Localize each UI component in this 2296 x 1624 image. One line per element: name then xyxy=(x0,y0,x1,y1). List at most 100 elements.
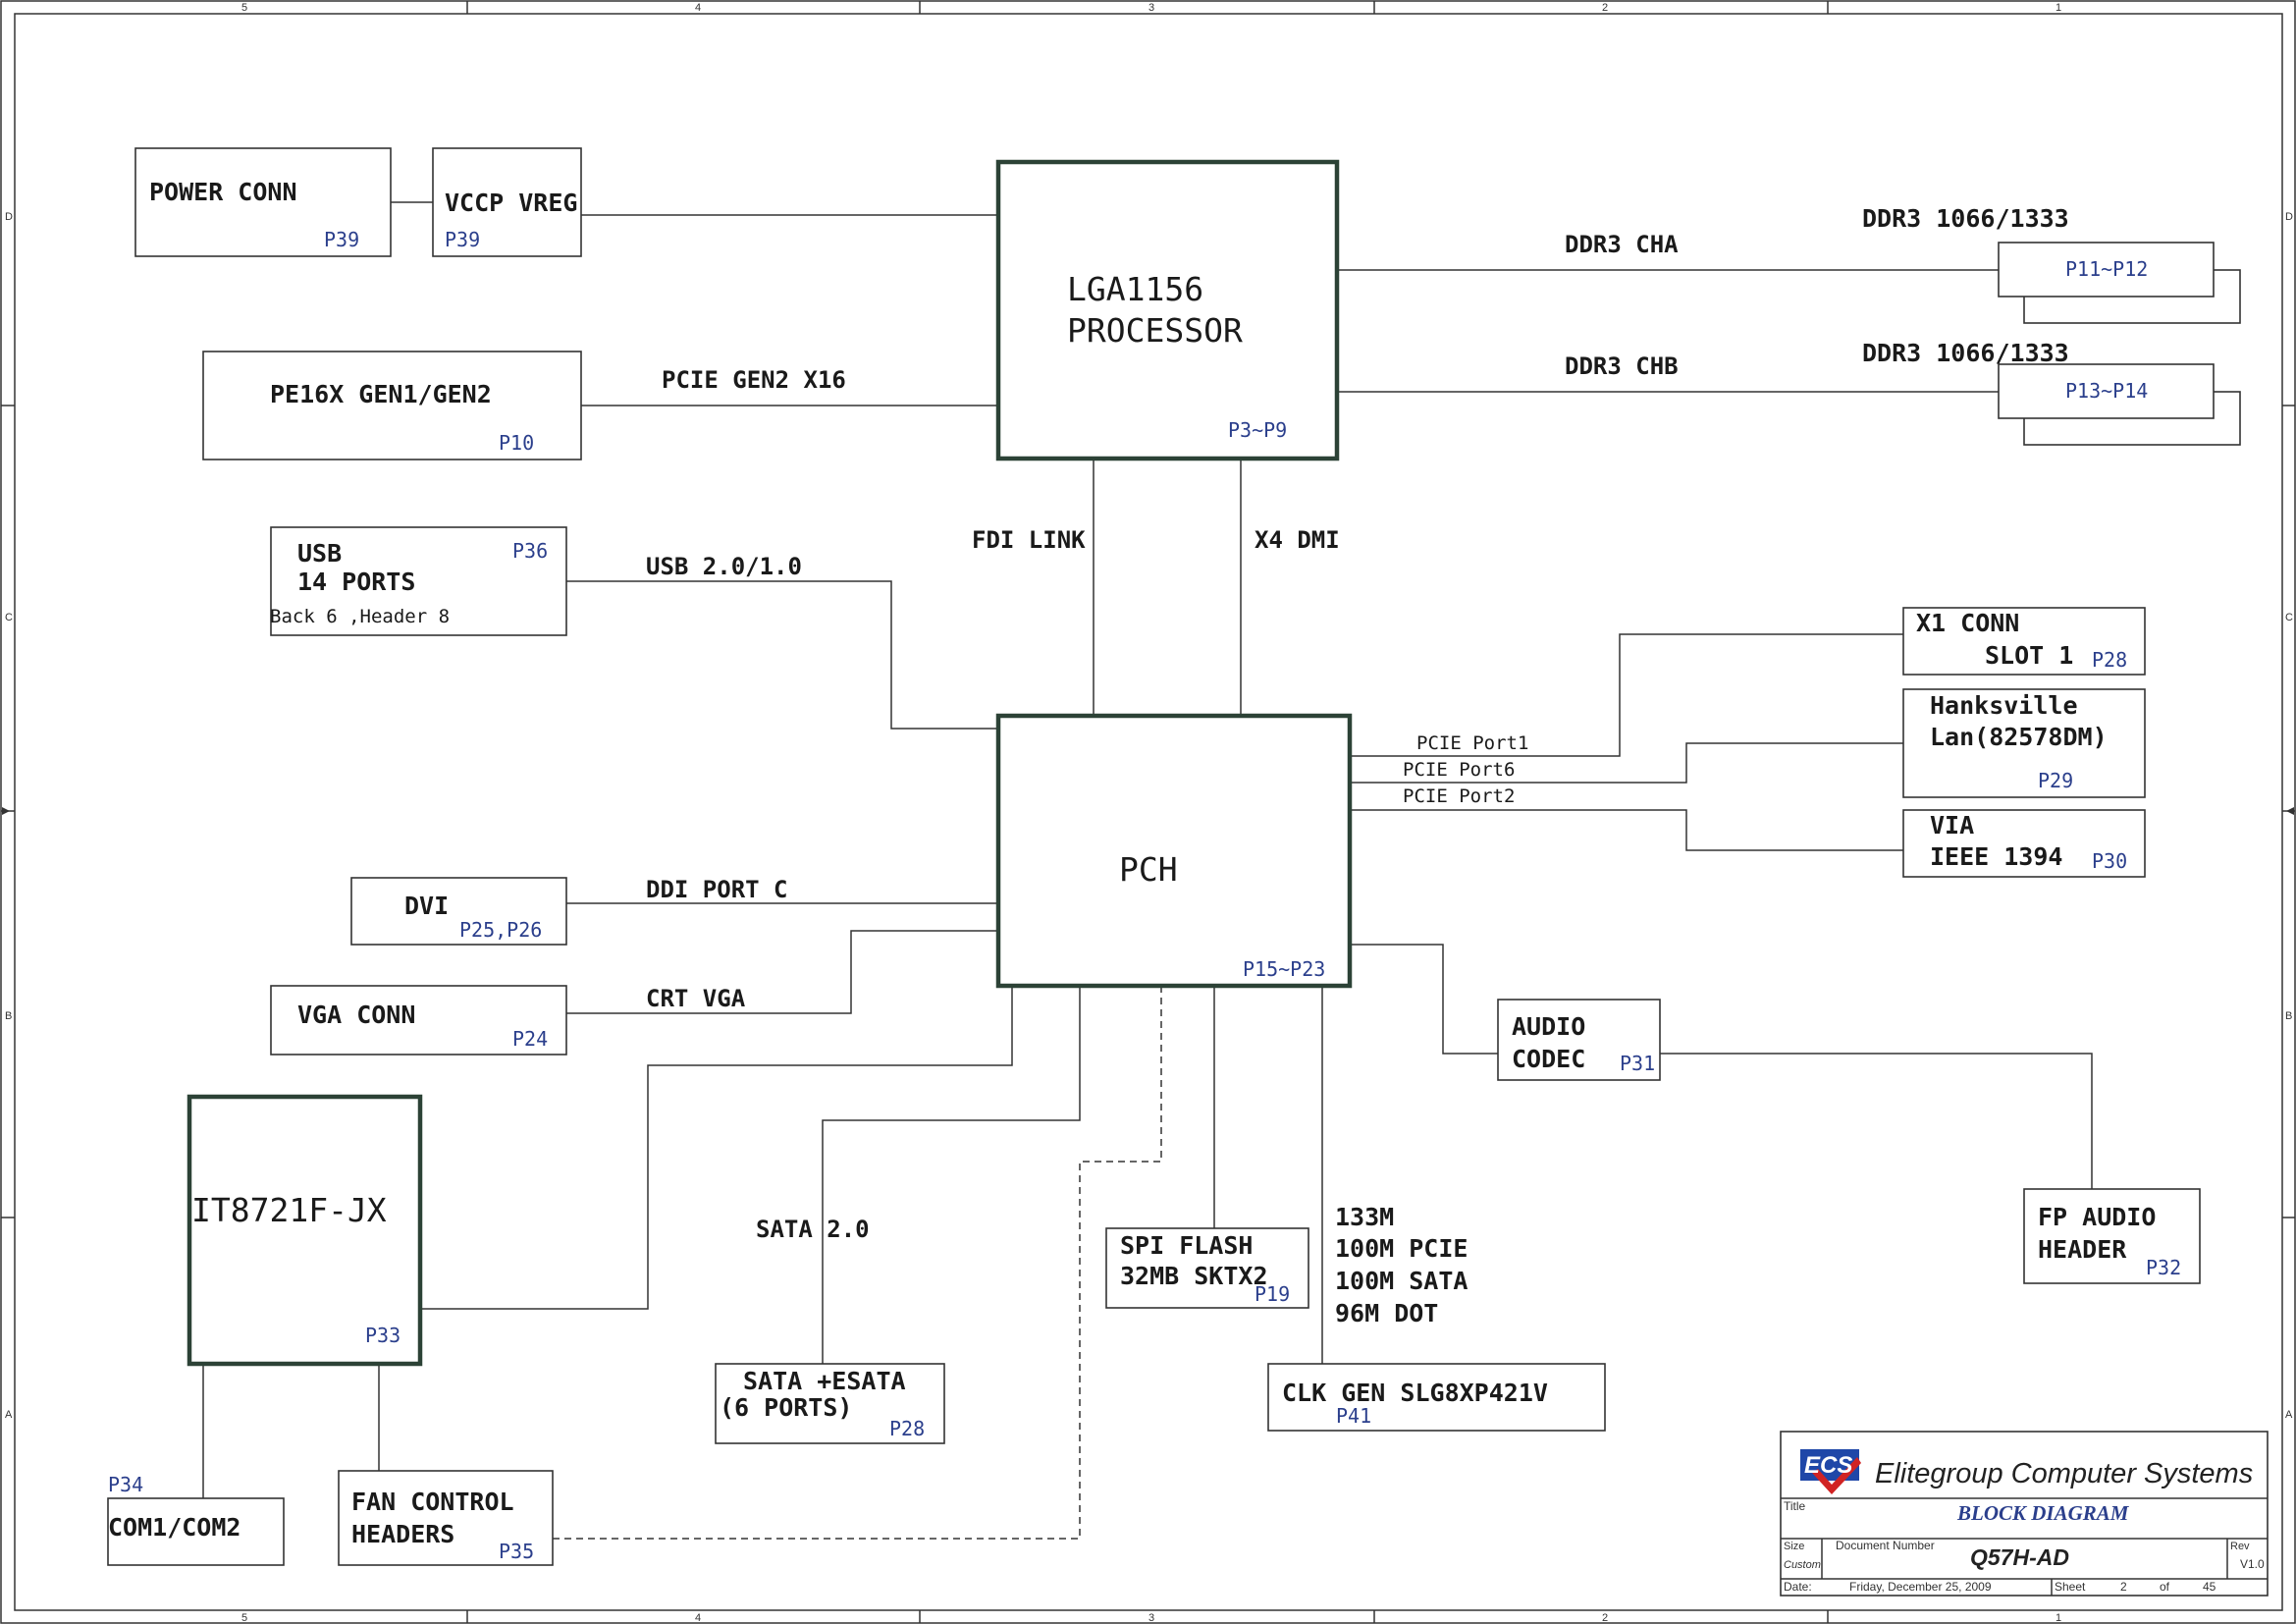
clock-label: 100M SATA xyxy=(1335,1267,1468,1295)
block-label: Hanksville xyxy=(1930,691,2078,720)
date-value: Friday, December 25, 2009 xyxy=(1849,1580,1992,1594)
signal-labels: PCIE GEN2 X16 USB 2.0/1.0 FDI LINK X4 DM… xyxy=(646,231,1679,1327)
page-ref: P32 xyxy=(2146,1256,2181,1279)
block-label: VIA xyxy=(1930,811,1974,839)
power-conn-block: POWER CONN P39 xyxy=(134,147,392,257)
size-label: Size xyxy=(1784,1541,1804,1552)
block-label: DVI xyxy=(404,892,449,920)
x1-conn-block: X1 CONN SLOT 1 P28 xyxy=(1902,607,2146,676)
sheet-label: Sheet xyxy=(2055,1580,2086,1594)
block-label: COM1/COM2 xyxy=(108,1513,240,1542)
vga-conn-block: VGA CONN P24 xyxy=(270,985,567,1056)
rev-label: Rev xyxy=(2230,1541,2250,1552)
page-ref: P41 xyxy=(1336,1404,1371,1428)
row-label: A xyxy=(5,1409,13,1421)
col-label: 4 xyxy=(695,1612,701,1624)
it8721-block: IT8721F-JX P33 xyxy=(187,1094,423,1367)
block-label: VCCP VREG xyxy=(445,189,577,217)
col-label: 5 xyxy=(241,1612,247,1624)
processor-block: LGA1156 PROCESSOR P3~P9 xyxy=(995,159,1340,461)
block-note: Back 6 ,Header 8 xyxy=(270,606,450,627)
block-label: DDR3 1066/1333 xyxy=(1862,204,2069,233)
document-number: Q57H-AD xyxy=(1970,1544,2069,1570)
block-label: DDR3 1066/1333 xyxy=(1862,339,2069,367)
block-label: IEEE 1394 xyxy=(1930,842,2062,871)
signal-label: FDI LINK xyxy=(972,526,1086,554)
signal-label: USB 2.0/1.0 xyxy=(646,553,802,580)
center-mark-icon xyxy=(2286,807,2294,815)
block-label: AUDIO xyxy=(1512,1012,1585,1041)
row-label: D xyxy=(5,211,13,223)
page-ref: P10 xyxy=(499,431,534,455)
ddr-chb-dimm: DDR3 1066/1333 P13~P14 xyxy=(1862,339,2241,446)
sata-ports-block: SATA +ESATA (6 PORTS) P28 xyxy=(715,1363,945,1444)
block-label: SATA +ESATA xyxy=(743,1367,906,1395)
signal-label: SATA 2.0 xyxy=(756,1216,870,1243)
signal-label: DDI PORT C xyxy=(646,876,788,903)
sheet-number: 2 xyxy=(2120,1580,2127,1594)
row-label: B xyxy=(2285,1010,2292,1022)
block-label: FAN CONTROL xyxy=(351,1488,514,1516)
block-label: IT8721F-JX xyxy=(191,1191,387,1229)
signal-label: PCIE GEN2 X16 xyxy=(662,366,846,394)
col-label: 4 xyxy=(695,2,701,14)
signal-label: PCIE Port2 xyxy=(1403,785,1515,807)
page-ref: P28 xyxy=(889,1417,925,1440)
row-label: A xyxy=(2285,1409,2293,1421)
logo-text: ECS xyxy=(1804,1452,1852,1479)
rev-value: V1.0 xyxy=(2240,1557,2265,1571)
signal-label: X4 DMI xyxy=(1255,526,1340,554)
block-label: X1 CONN xyxy=(1916,609,2019,637)
company-name: Elitegroup Computer Systems xyxy=(1875,1458,2253,1489)
signal-label: PCIE Port1 xyxy=(1416,732,1528,754)
page-ref: P11~P12 xyxy=(2065,257,2148,281)
date-label: Date: xyxy=(1784,1580,1812,1594)
page-ref: P39 xyxy=(324,228,359,251)
col-label: 2 xyxy=(1602,1612,1608,1624)
block-label: SPI FLASH xyxy=(1120,1231,1253,1260)
page-ref: P24 xyxy=(512,1027,548,1051)
via-1394-block: VIA IEEE 1394 P30 xyxy=(1902,809,2146,878)
page-ref: P13~P14 xyxy=(2065,379,2148,403)
col-label: 1 xyxy=(2056,2,2061,14)
block-label: FP AUDIO xyxy=(2038,1203,2156,1231)
signal-label: DDR3 CHB xyxy=(1565,352,1679,380)
drawing-title: BLOCK DIAGRAM xyxy=(1956,1501,2130,1525)
audio-codec-block: AUDIO CODEC P31 xyxy=(1497,999,1661,1081)
block-label: (6 PORTS) xyxy=(720,1393,852,1422)
block-label: PE16X GEN1/GEN2 xyxy=(270,380,492,408)
block-label: Lan(82578DM) xyxy=(1930,723,2108,751)
connections xyxy=(202,201,2093,1540)
vccp-vreg-block: VCCP VREG P39 xyxy=(432,147,582,257)
signal-label: DDR3 CHA xyxy=(1565,231,1679,258)
page-ref: P39 xyxy=(445,228,480,251)
page-ref: P30 xyxy=(2092,849,2127,873)
ecs-logo-icon: ECS xyxy=(1800,1449,1861,1494)
signal-label: CRT VGA xyxy=(646,985,746,1012)
page-ref: P3~P9 xyxy=(1228,418,1287,442)
col-label: 2 xyxy=(1602,2,1608,14)
page-ref: P28 xyxy=(2092,648,2127,672)
block-label: PROCESSOR xyxy=(1067,311,1243,350)
page-ref: P29 xyxy=(2038,769,2073,792)
col-label: 3 xyxy=(1148,1612,1154,1624)
com-block: COM1/COM2 P34 xyxy=(107,1473,285,1566)
clk-gen-block: CLK GEN SLG8XP421V P41 xyxy=(1267,1363,1606,1432)
page-ref: P36 xyxy=(512,539,548,563)
row-label: C xyxy=(5,612,13,623)
block-label: PCH xyxy=(1119,850,1178,889)
docnum-label: Document Number xyxy=(1836,1539,1935,1552)
col-label: 5 xyxy=(241,2,247,14)
clock-label: 96M DOT xyxy=(1335,1299,1438,1327)
spi-flash-block: SPI FLASH 32MB SKTX2 P19 xyxy=(1105,1227,1309,1309)
block-label: 14 PORTS xyxy=(297,568,415,596)
title-block: ECS Elitegroup Computer Systems Title BL… xyxy=(1780,1431,2269,1597)
fp-audio-block: FP AUDIO HEADER P32 xyxy=(2023,1188,2201,1284)
ddr-cha-dimm: DDR3 1066/1333 P11~P12 xyxy=(1862,204,2241,324)
clock-label: 100M PCIE xyxy=(1335,1234,1468,1263)
title-label: Title xyxy=(1784,1499,1806,1513)
row-label: C xyxy=(2285,612,2293,623)
col-label: 1 xyxy=(2056,1612,2061,1624)
